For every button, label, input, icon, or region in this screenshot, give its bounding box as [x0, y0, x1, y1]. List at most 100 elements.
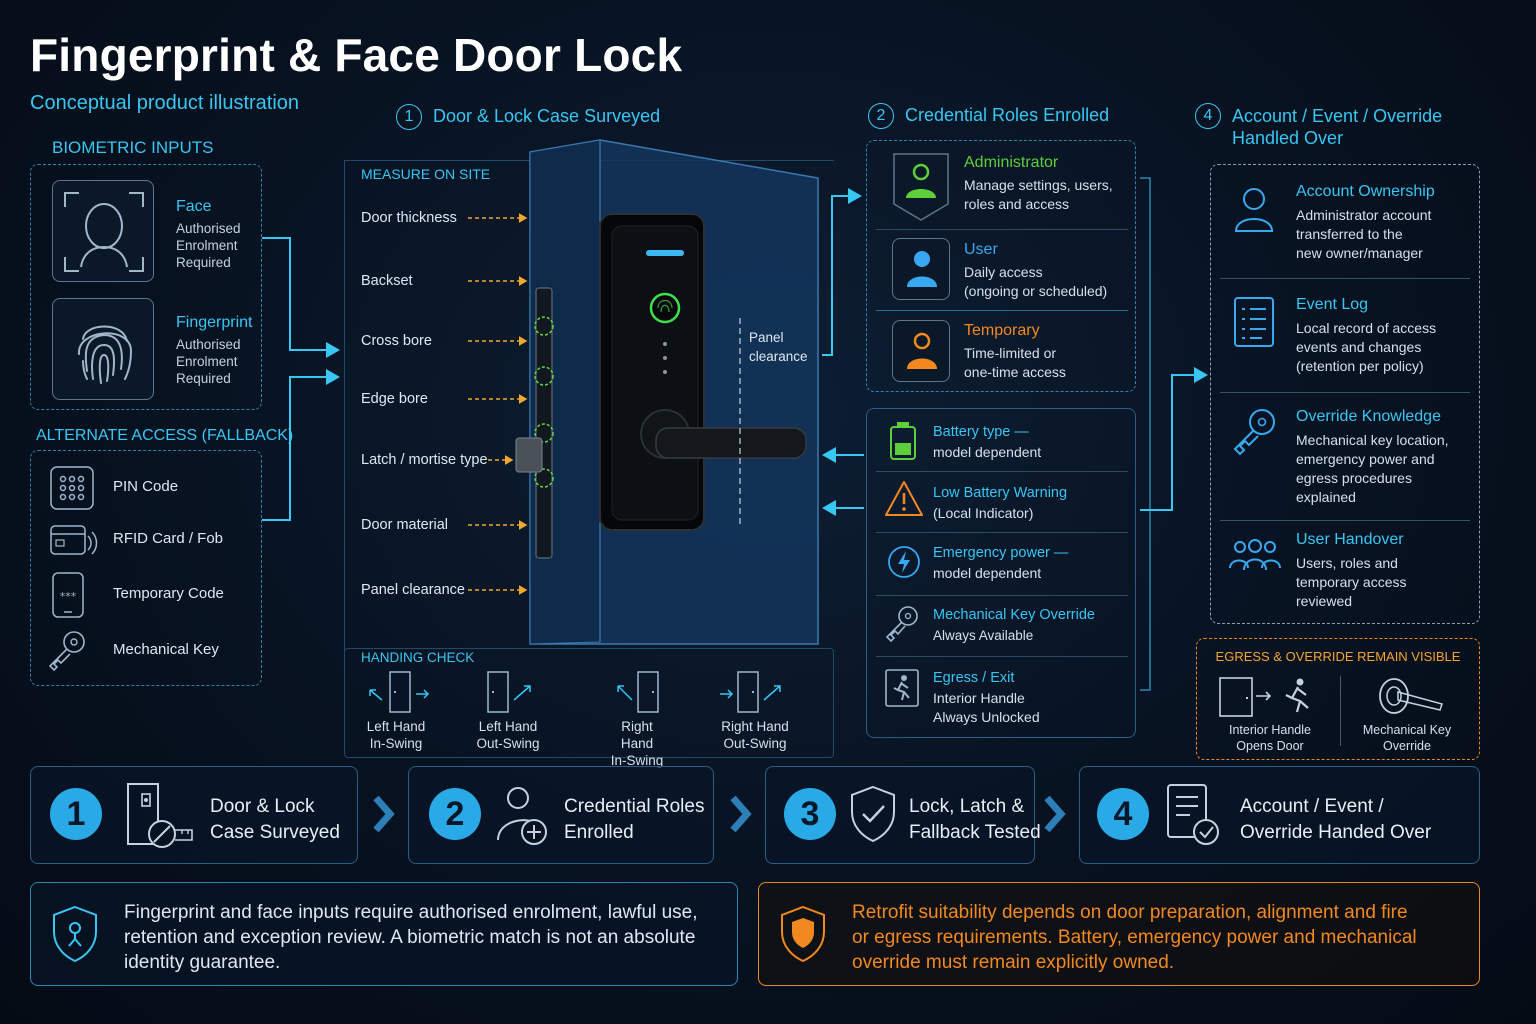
temporary-line-2: one-time access — [964, 364, 1066, 380]
role-temporary: Temporary Time-limited or one-time acces… — [964, 322, 1066, 382]
step-1-number: 1 — [50, 788, 102, 840]
users-line-2: temporary access — [1296, 574, 1407, 590]
user-line-1: Daily access — [964, 264, 1043, 280]
retrofit-note — [758, 882, 1480, 986]
handover-event-log: Event Log Local record of access events … — [1296, 296, 1436, 376]
handing-0-l2: In-Swing — [369, 736, 423, 751]
key-override-icon — [884, 604, 922, 649]
battery-icon — [888, 421, 918, 466]
measure-arrows — [468, 213, 528, 595]
door-survey-icon — [124, 780, 196, 857]
note-left-line-3: identity guarantee. — [124, 952, 281, 973]
egress-title: Egress / Exit — [933, 670, 1015, 686]
account-line-3: new owner/manager — [1296, 245, 1423, 261]
step-1-line-1: Door & Lock — [210, 796, 315, 817]
biometric-item-face: Face Authorised Enrolment Required — [176, 198, 241, 271]
shield-warning-icon — [778, 904, 828, 969]
power-panel — [866, 408, 1136, 738]
handing-right-out-label: Right Hand Out-Swing — [720, 718, 790, 752]
handing-3-l2: Out-Swing — [723, 736, 787, 751]
step-2-label: Credential Roles Enrolled — [564, 794, 704, 846]
egress-visible-panel — [1196, 638, 1480, 760]
face-icon — [52, 180, 154, 282]
power-divider — [876, 471, 1128, 472]
handing-panel — [344, 648, 834, 758]
handing-0-l1: Left Hand — [366, 719, 426, 734]
event-log-title: Event Log — [1296, 296, 1369, 313]
temporary-line-1: Time-limited or — [964, 345, 1057, 361]
handing-left-out-label: Left Hand Out-Swing — [476, 718, 540, 752]
admin-line-2: roles and access — [964, 196, 1070, 212]
face-line-3: Required — [176, 255, 231, 270]
handing-left-out — [478, 670, 544, 721]
shield-check-icon — [848, 784, 898, 849]
handing-right-in-label: Right Hand In-Swing — [604, 718, 670, 769]
mechanical-key-icon — [46, 628, 90, 677]
door-illustration — [515, 139, 819, 645]
key-override-line-1: Always Available — [933, 628, 1034, 643]
fingerprint-line-2: Enrolment — [176, 354, 238, 369]
handing-left-in-label: Left Hand In-Swing — [366, 718, 426, 752]
handover-override: Override Knowledge Mechanical key locati… — [1296, 408, 1449, 507]
step-2-line-1: Credential Roles — [564, 796, 705, 817]
fallback-panel — [30, 450, 262, 686]
roles-divider — [876, 229, 1128, 230]
face-line-2: Enrolment — [176, 238, 238, 253]
emergency-title: Emergency power — — [933, 545, 1069, 561]
handing-1-l1: Left Hand — [478, 719, 538, 734]
step-4-label: Account / Event / Override Handed Over — [1240, 794, 1431, 846]
fingerprint-line-3: Required — [176, 371, 231, 386]
handing-2-l2: In-Swing — [610, 753, 664, 768]
measure-door-material: Door material — [361, 517, 449, 533]
door-swing-icon — [720, 671, 781, 713]
biometric-item-fingerprint: Fingerprint Authorised Enrolment Require… — [176, 314, 252, 387]
event-log-line-3: (retention per policy) — [1296, 358, 1424, 374]
egress-b-line-1: Mechanical Key — [1362, 723, 1452, 737]
warning-icon — [884, 480, 924, 523]
override-line-4: explained — [1296, 489, 1356, 505]
key-in-lock-icon — [1376, 676, 1446, 721]
power-battery: Battery type — model dependent — [933, 424, 1041, 462]
battery-line-1: model dependent — [933, 444, 1042, 460]
handover-divider — [1220, 392, 1470, 393]
handover-divider — [1220, 520, 1470, 521]
egress-line-1: Interior Handle — [933, 690, 1025, 706]
emergency-power-icon — [886, 544, 922, 585]
document-check-icon — [1164, 782, 1224, 853]
egress-line-2: Always Unlocked — [933, 709, 1040, 725]
battery-title: Battery type — — [933, 424, 1029, 440]
egress-a-line-1: Interior Handle — [1229, 723, 1311, 737]
override-line-3: egress procedures — [1296, 470, 1412, 486]
handover-heading: Account / Event / Override Handled Over — [1232, 105, 1442, 149]
handing-1-l2: Out-Swing — [476, 736, 540, 751]
biometric-panel — [30, 164, 262, 410]
power-egress: Egress / Exit Interior Handle Always Unl… — [933, 670, 1040, 727]
measure-door-thickness: Door thickness — [361, 210, 457, 226]
roles-heading: Credential Roles Enrolled — [905, 105, 1110, 125]
handing-right-out — [718, 670, 790, 721]
step-1-label: Door & Lock Case Surveyed — [210, 794, 340, 846]
fingerprint-line-1: Authorised — [176, 337, 241, 352]
handover-number: 4 — [1195, 103, 1221, 129]
power-low-battery: Low Battery Warning (Local Indicator) — [933, 485, 1067, 523]
egress-b-line-2: Override — [1383, 739, 1431, 753]
add-user-icon — [494, 784, 550, 853]
event-log-line-1: Local record of access — [1296, 320, 1437, 336]
door-exit-icon — [1218, 674, 1318, 725]
fallback-rfid-label: RFID Card / Fob — [113, 530, 224, 547]
handover-account: Account Ownership Administrator account … — [1296, 183, 1435, 263]
panel-label-line-1: Panel — [749, 330, 784, 345]
emergency-line-1: model dependent — [933, 565, 1042, 581]
account-line-2: transferred to the — [1296, 226, 1403, 242]
egress-visible-heading: EGRESS & OVERRIDE REMAIN VISIBLE — [1215, 649, 1461, 664]
fallback-temp-code-label: Temporary Code — [113, 585, 224, 602]
step-3-line-1: Lock, Latch & — [909, 796, 1025, 817]
svg-text:***: *** — [60, 590, 77, 603]
pin-icon — [50, 466, 94, 515]
exit-icon — [884, 668, 920, 713]
survey-heading: Door & Lock Case Surveyed — [433, 106, 661, 126]
power-divider — [876, 532, 1128, 533]
step-3-number: 3 — [784, 788, 836, 840]
handover-heading-1: Account / Event / Override — [1232, 106, 1443, 126]
role-user: User Daily access (ongoing or scheduled) — [964, 241, 1107, 301]
